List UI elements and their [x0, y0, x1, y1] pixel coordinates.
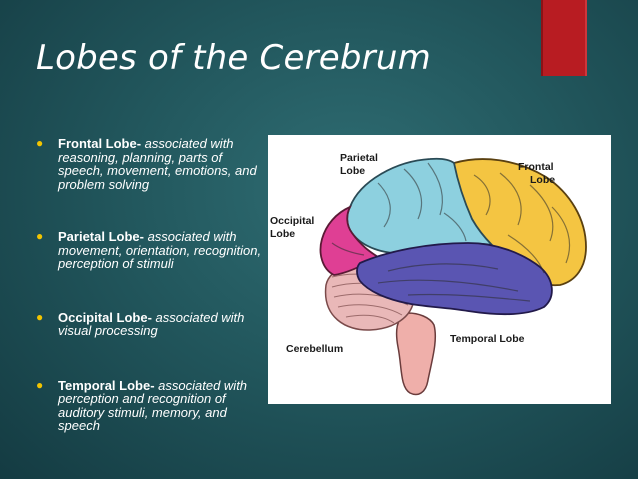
- bullet-frontal-lobe: ● Frontal Lobe- associated with reasonin…: [36, 137, 266, 191]
- label-temporal: Temporal Lobe: [450, 333, 525, 345]
- bullet-description: associated with reasoning, planning, par…: [58, 136, 257, 192]
- bullet-occipital-lobe: ● Occipital Lobe- associated with visual…: [36, 309, 266, 338]
- label-parietal-2: Lobe: [340, 165, 365, 177]
- brain-diagram: Parietal Lobe Frontal Lobe Occipital Lob…: [268, 135, 611, 404]
- temporal-lobe-shape: [356, 242, 553, 316]
- bullet-icon: ●: [36, 309, 44, 324]
- bullet-list: ● Frontal Lobe- associated with reasonin…: [36, 131, 266, 433]
- bullet-description: associated with visual processing: [58, 309, 245, 338]
- bullet-term: Temporal Lobe-: [58, 377, 155, 393]
- label-frontal-1: Frontal: [518, 161, 554, 173]
- slide-title: Lobes of the Cerebrum: [36, 38, 431, 78]
- label-parietal-1: Parietal: [340, 152, 378, 164]
- bullet-term: Parietal Lobe-: [58, 229, 144, 244]
- bullet-term: Frontal Lobe-: [58, 136, 142, 151]
- bullet-description: associated with movement, orientation, r…: [58, 229, 262, 271]
- brainstem-shape: [395, 312, 437, 396]
- bullet-icon: ●: [36, 377, 44, 392]
- bullet-icon: ●: [36, 136, 44, 150]
- bullet-term: Occipital Lobe-: [58, 309, 152, 325]
- bullet-temporal-lobe: ● Temporal Lobe- associated with percept…: [36, 377, 266, 433]
- label-occipital-1: Occipital: [270, 215, 314, 227]
- label-cerebellum: Cerebellum: [286, 343, 343, 355]
- label-frontal-2: Lobe: [530, 174, 555, 186]
- brain-illustration: Parietal Lobe Frontal Lobe Occipital Lob…: [270, 152, 587, 396]
- bullet-description: associated with perception and recogniti…: [58, 377, 248, 433]
- gyri-lines: [331, 162, 571, 302]
- bullet-parietal-lobe: ● Parietal Lobe- associated with movemen…: [36, 230, 266, 271]
- bullet-icon: ●: [36, 229, 44, 243]
- label-occipital-2: Lobe: [270, 228, 295, 240]
- accent-bar: [541, 0, 587, 76]
- occipital-lobe-shape: [319, 205, 380, 276]
